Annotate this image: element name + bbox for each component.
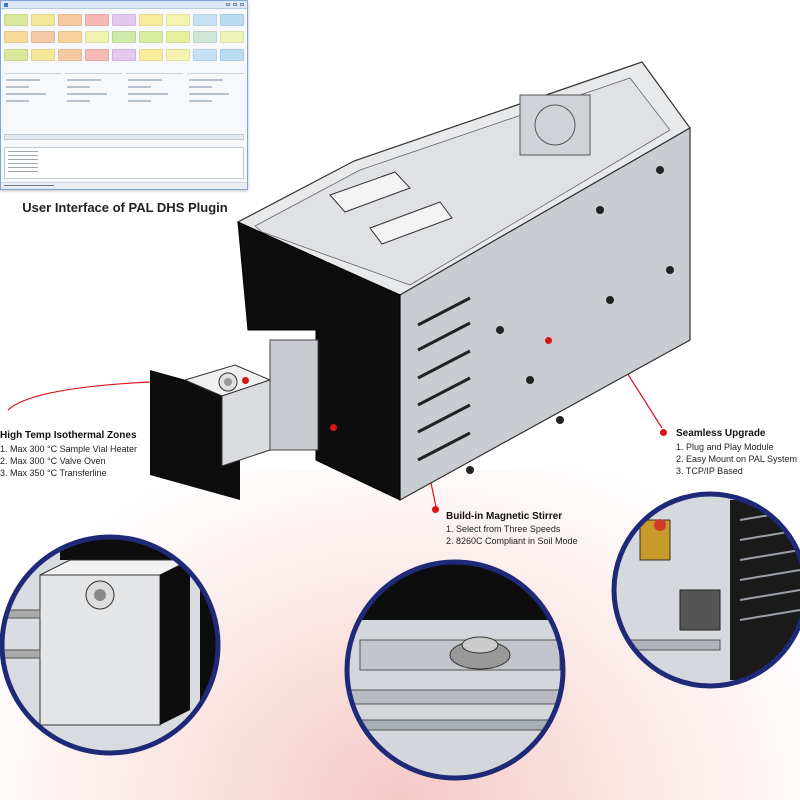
status-tile	[139, 14, 163, 26]
status-tile	[31, 14, 55, 26]
upgrade-heading: Seamless Upgrade	[676, 428, 766, 439]
settings-section	[65, 73, 122, 124]
status-tile	[193, 14, 217, 26]
status-tile	[166, 14, 190, 26]
status-tile	[31, 31, 55, 43]
stirrer-item: 1. Select from Three Speeds	[446, 524, 561, 534]
callout-dot-upgrade-end	[660, 429, 667, 436]
plugin-window-titlebar	[1, 1, 247, 9]
callout-dot-stirrer	[330, 424, 337, 431]
upgrade-list: 1. Plug and Play Module 2. Easy Mount on…	[676, 441, 797, 477]
status-tiles-row	[4, 14, 244, 26]
zones-list: 1. Max 300 °C Sample Vial Heater 2. Max …	[0, 443, 137, 479]
serial-log	[4, 147, 244, 179]
settings-section	[187, 73, 244, 124]
status-tile	[220, 14, 244, 26]
status-tiles-row	[4, 49, 244, 61]
zones-item: 1. Max 300 °C Sample Vial Heater	[0, 444, 137, 454]
zones-item: 3. Max 350 °C Transferline	[0, 468, 107, 478]
status-tile	[4, 14, 28, 26]
status-tile	[139, 49, 163, 61]
status-tile	[4, 31, 28, 43]
status-tiles-row	[4, 31, 244, 43]
callout-dot-upgrade	[545, 337, 552, 344]
callout-dot-stirrer-end	[432, 506, 439, 513]
status-tile	[58, 14, 82, 26]
stirrer-list: 1. Select from Three Speeds 2. 8260C Com…	[446, 523, 578, 547]
status-tile	[166, 49, 190, 61]
status-tile	[193, 31, 217, 43]
status-tile	[4, 49, 28, 61]
status-tile	[220, 49, 244, 61]
window-controls	[226, 3, 247, 6]
status-tile	[112, 49, 136, 61]
upgrade-item: 1. Plug and Play Module	[676, 442, 774, 452]
plugin-window-screenshot	[0, 0, 248, 190]
app-icon	[4, 2, 8, 7]
settings-section	[126, 73, 183, 124]
status-tile	[58, 49, 82, 61]
status-tile	[85, 49, 109, 61]
status-tile	[85, 14, 109, 26]
ui-caption: User Interface of PAL DHS Plugin	[22, 200, 228, 215]
update-button	[4, 134, 244, 140]
status-tile	[193, 49, 217, 61]
callout-dot-zones	[242, 377, 249, 384]
status-tile	[112, 14, 136, 26]
status-tile	[58, 31, 82, 43]
upgrade-item: 2. Easy Mount on PAL System	[676, 454, 798, 464]
status-tile	[139, 31, 163, 43]
status-tile	[166, 31, 190, 43]
status-tile	[85, 31, 109, 43]
status-tile	[31, 49, 55, 61]
status-bar	[1, 182, 247, 189]
upgrade-item: 3. TCP/IP Based	[676, 466, 743, 476]
status-tile	[220, 31, 244, 43]
settings-sections	[4, 73, 244, 124]
stirrer-heading: Build-in Magnetic Stirrer	[446, 511, 563, 522]
stirrer-item: 2. 8260C Compliant in Soil Mode	[446, 536, 578, 546]
zones-heading: High Temp Isothermal Zones	[0, 430, 137, 441]
status-tile	[112, 31, 136, 43]
settings-section	[4, 73, 61, 124]
zones-item: 2. Max 300 °C Valve Oven	[0, 456, 106, 466]
